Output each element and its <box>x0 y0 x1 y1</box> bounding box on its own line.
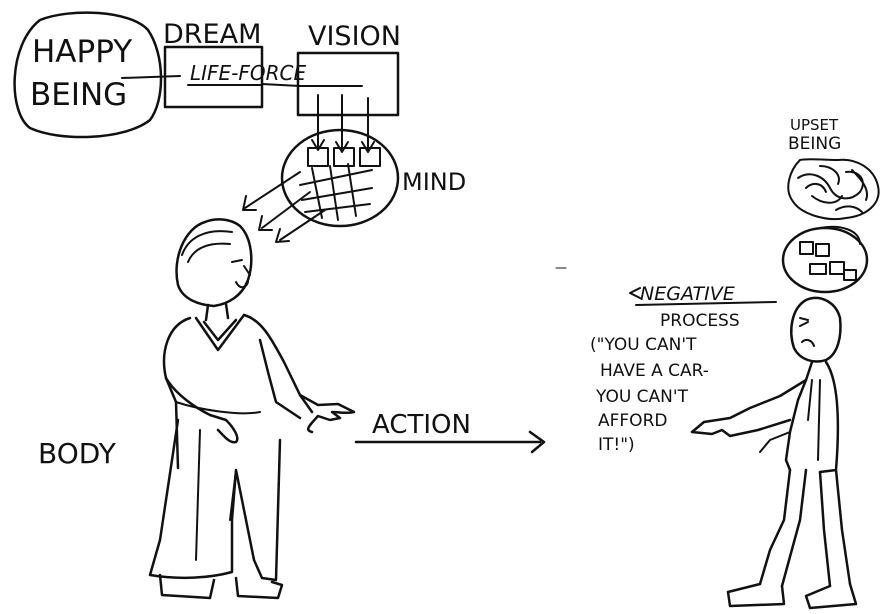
vision-box <box>296 51 400 117</box>
mind-cell <box>307 147 329 167</box>
dream-vision-group: DREAM VISION LIFE-FORCE <box>121 19 401 117</box>
negative-label: NEGATIVE <box>640 283 735 305</box>
mind-cell <box>359 147 381 167</box>
life-force-line <box>121 75 301 87</box>
quote-line-4: AFFORD <box>598 411 667 431</box>
negative-underline <box>629 287 777 306</box>
thought-bubble <box>781 226 869 294</box>
quote-line-3: YOU CAN'T <box>595 387 689 407</box>
upset-person-figure <box>690 296 858 610</box>
body-label: BODY <box>38 437 117 470</box>
happy-being-bubble <box>13 11 163 139</box>
upset-being-label: BEING <box>788 134 841 154</box>
upset-being-scribble <box>787 158 880 220</box>
upset-label: UPSET <box>790 116 839 134</box>
life-force-label: LIFE-FORCE <box>190 61 307 85</box>
happy-person-figure: BODY <box>38 218 356 600</box>
quote-line-1: ("YOU CAN'T <box>590 335 697 355</box>
quote-line-2: HAVE A CAR- <box>600 361 709 381</box>
happy-being-group: HAPPY BEING <box>13 11 163 139</box>
vision-label: VISION <box>308 21 401 52</box>
process-label: PROCESS <box>660 311 740 331</box>
dream-label: DREAM <box>163 19 261 50</box>
mind-label: MIND <box>402 168 466 196</box>
mind-group: MIND <box>280 128 466 228</box>
action-arrow <box>354 430 546 454</box>
action-group: ACTION <box>354 410 546 454</box>
mind-circle <box>280 128 400 228</box>
upset-being-group: UPSET BEING <box>787 116 880 245</box>
being-label: BEING <box>30 77 127 113</box>
quote-line-5: IT!") <box>598 435 635 455</box>
vision-to-mind-arrows <box>311 94 375 153</box>
life-force-underline <box>187 84 363 87</box>
mind-to-body-arrows <box>242 171 326 243</box>
happy-label: HAPPY <box>32 34 132 70</box>
mind-cell <box>333 147 355 167</box>
negative-process-group: NEGATIVE PROCESS ("YOU CAN'T HAVE A CAR-… <box>590 283 777 455</box>
action-label: ACTION <box>372 410 471 440</box>
